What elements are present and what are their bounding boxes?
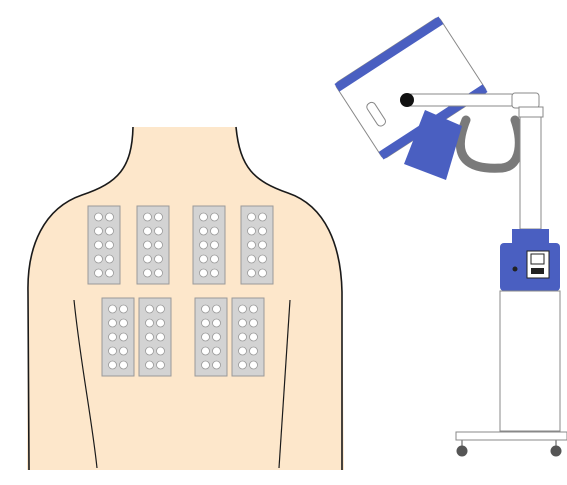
patch-chamber (145, 346, 154, 356)
patch-chamber (154, 240, 163, 250)
patch-test-panel (101, 297, 135, 377)
caster-wheel-icon (456, 445, 468, 457)
patch-chamber (212, 304, 221, 314)
control-screen-icon (526, 250, 550, 279)
patch-chamber (238, 360, 247, 370)
patch-test-panel (231, 297, 265, 377)
patch-chamber (105, 254, 114, 264)
patch-chamber (94, 212, 103, 222)
patch-chamber (145, 360, 154, 370)
patch-chamber (154, 212, 163, 222)
patch-chamber (201, 318, 210, 328)
patch-chamber (199, 226, 208, 236)
patch-chamber (156, 346, 165, 356)
patch-chamber (210, 212, 219, 222)
patch-chamber (119, 304, 128, 314)
patch-chamber (210, 226, 219, 236)
patch-chamber (199, 212, 208, 222)
patch-chamber (199, 240, 208, 250)
patch-chamber (105, 268, 114, 278)
patch-chamber (156, 332, 165, 342)
patch-chamber (210, 268, 219, 278)
patch-chamber (247, 268, 256, 278)
patch-chamber (238, 346, 247, 356)
patch-chamber (119, 318, 128, 328)
patch-chamber (249, 332, 258, 342)
patch-chamber (201, 332, 210, 342)
patch-chamber (143, 240, 152, 250)
patch-chamber (212, 318, 221, 328)
patch-chamber (247, 212, 256, 222)
patch-chamber (156, 304, 165, 314)
patch-chamber (249, 346, 258, 356)
patch-chamber (94, 240, 103, 250)
patch-chamber (201, 360, 210, 370)
patch-chamber (105, 212, 114, 222)
patch-chamber (199, 268, 208, 278)
patch-chamber (94, 226, 103, 236)
patch-test-panel (240, 205, 274, 285)
patch-chamber (238, 332, 247, 342)
patch-chamber (105, 240, 114, 250)
patch-chamber (258, 254, 267, 264)
patch-chamber (199, 254, 208, 264)
patch-chamber (212, 360, 221, 370)
patch-chamber (247, 254, 256, 264)
patch-chamber (156, 318, 165, 328)
patch-chamber (119, 332, 128, 342)
patch-test-panel (87, 205, 121, 285)
patch-chamber (201, 304, 210, 314)
patch-chamber (143, 226, 152, 236)
patch-chamber (143, 212, 152, 222)
patch-test-panel (136, 205, 170, 285)
patch-chamber (94, 254, 103, 264)
patch-chamber (154, 254, 163, 264)
uv-device (334, 16, 567, 457)
patch-chamber (238, 304, 247, 314)
patch-chamber (201, 346, 210, 356)
patch-chamber (105, 226, 114, 236)
patch-chamber (108, 332, 117, 342)
patch-chamber (94, 268, 103, 278)
patch-test-panel (194, 297, 228, 377)
patch-test-panels (87, 205, 274, 377)
patch-chamber (212, 332, 221, 342)
patch-chamber (108, 304, 117, 314)
patch-test-panel (192, 205, 226, 285)
patch-chamber (249, 304, 258, 314)
patch-chamber (143, 268, 152, 278)
patch-chamber (247, 240, 256, 250)
patch-chamber (143, 254, 152, 264)
patch-chamber (212, 346, 221, 356)
patch-chamber (108, 318, 117, 328)
patch-chamber (156, 360, 165, 370)
patch-chamber (108, 360, 117, 370)
patch-chamber (145, 332, 154, 342)
patch-chamber (145, 318, 154, 328)
patch-chamber (210, 254, 219, 264)
patch-chamber (258, 226, 267, 236)
patch-chamber (249, 360, 258, 370)
patch-chamber (119, 346, 128, 356)
patch-chamber (119, 360, 128, 370)
patch-chamber (210, 240, 219, 250)
patch-chamber (258, 240, 267, 250)
patch-chamber (249, 318, 258, 328)
patch-chamber (145, 304, 154, 314)
patch-chamber (154, 268, 163, 278)
patch-chamber (258, 212, 267, 222)
patch-chamber (108, 346, 117, 356)
patch-chamber (154, 226, 163, 236)
patch-chamber (247, 226, 256, 236)
patch-test-panel (138, 297, 172, 377)
patch-chamber (238, 318, 247, 328)
patch-chamber (258, 268, 267, 278)
caster-wheel-icon (550, 445, 562, 457)
torso (27, 126, 344, 471)
